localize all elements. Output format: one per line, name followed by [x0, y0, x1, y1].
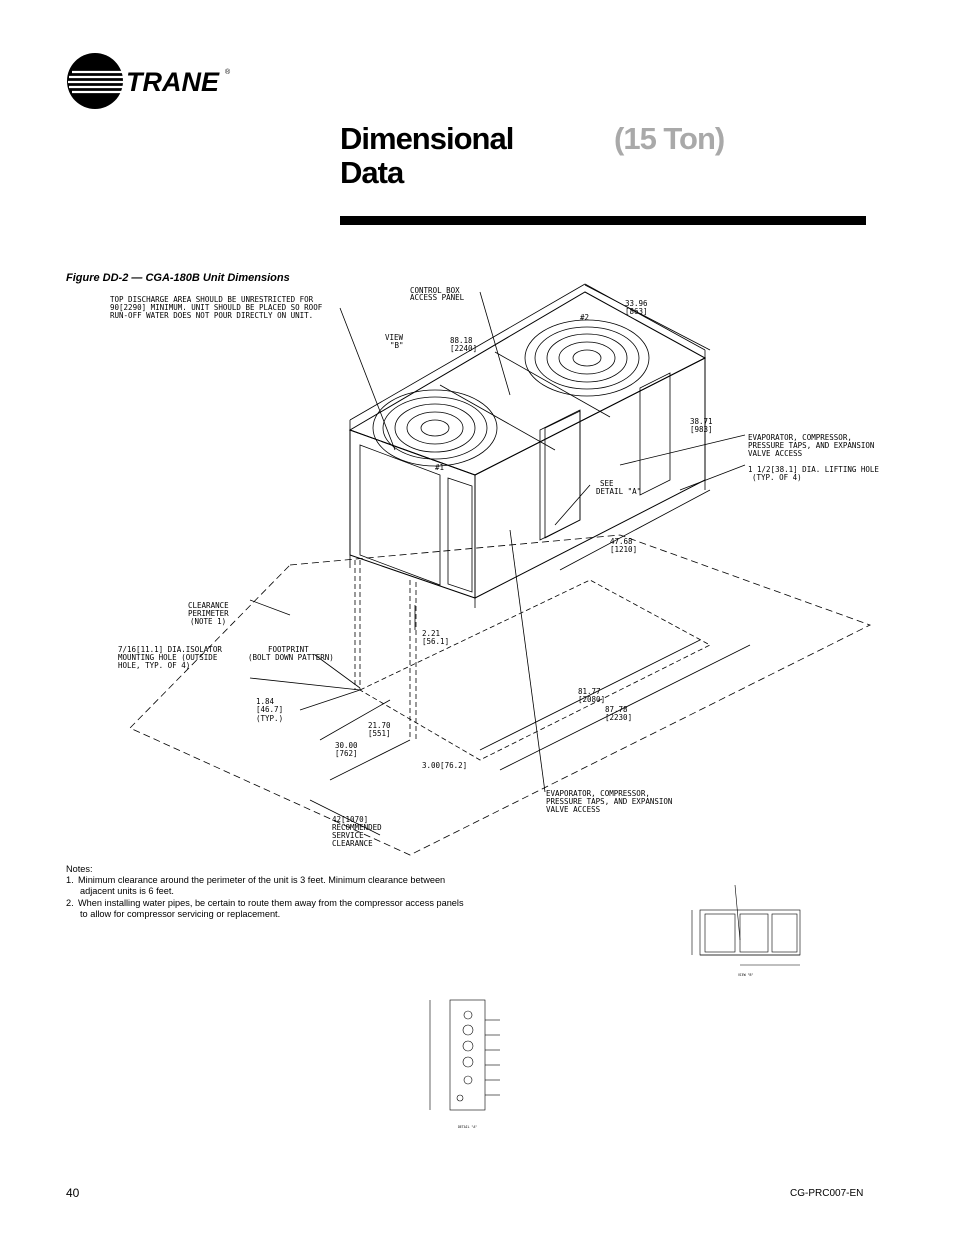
evap-access-right-2: PRESSURE TAPS, AND EXPANSION — [748, 441, 874, 450]
dim-81-77-1: 81.77 — [578, 687, 601, 696]
dim-47-68-2: [1210] — [610, 545, 637, 554]
page-title-line2: Data — [340, 155, 404, 190]
document-code: CG-PRC007-EN — [790, 1188, 864, 1199]
service-clearance-1: 42[1070] — [332, 815, 368, 824]
note-1: 1. Minimum clearance around the perimeter… — [66, 875, 526, 886]
dim-21-70-2: [551] — [368, 729, 391, 738]
page-title-line1: Dimensional — [340, 121, 514, 156]
notes-heading: Notes: — [66, 864, 93, 874]
mounting-hole-2: MOUNTING HOLE (OUTSIDE — [118, 653, 218, 662]
dim-81-77-2: [2080] — [578, 695, 605, 704]
note-2-num: 2. — [66, 897, 74, 908]
see-detail-2: DETAIL "A" — [596, 487, 641, 496]
note-1-num: 1. — [66, 875, 74, 886]
lifting-hole-2: (TYP. OF 4) — [752, 473, 802, 482]
top-discharge-note-3: RUN-OFF WATER DOES NOT POUR DIRECTLY ON … — [110, 311, 313, 320]
evap-access-right-3: VALVE ACCESS — [748, 449, 803, 458]
evap-access-bottom-2: PRESSURE TAPS, AND EXPANSION — [546, 797, 672, 806]
mounting-hole-1: 7/16[11.1] DIA.ISOLATOR — [118, 645, 222, 654]
dim-88-18-2: [2240] — [450, 344, 477, 353]
dim-38-71-2: [983] — [690, 425, 713, 434]
dim-1-84-3: (TYP.) — [256, 714, 283, 723]
control-box-label-2: ACCESS PANEL — [410, 293, 465, 302]
lifting-hole-1: 1 1/2[38.1] DIA. LIFTING HOLE — [748, 465, 879, 474]
trane-logo: TRANE ® — [66, 52, 246, 110]
dim-33-96-2: [863] — [625, 307, 648, 316]
mounting-hole-3: HOLE, TYP. OF 4) — [118, 661, 190, 670]
control-box-label-1: CONTROL BOX — [410, 286, 460, 295]
detail-a-caption: DETAIL "A" — [458, 1125, 477, 1129]
note-1-line1: Minimum clearance around the perimeter o… — [78, 875, 446, 886]
dim-87-78-1: 87.78 — [605, 705, 628, 714]
footprint-1: FOOTPRINT — [268, 645, 309, 654]
dim-30-00-2: [762] — [335, 749, 358, 758]
evap-access-right-1: EVAPORATOR, COMPRESSOR, — [748, 433, 852, 442]
service-clearance-4: CLEARANCE — [332, 839, 373, 848]
service-clearance-3: SERVICE — [332, 831, 364, 840]
note-2-line1: When installing water pipes, be certain … — [78, 897, 464, 908]
dim-2-21-2: [56.1] — [422, 637, 449, 646]
page-number: 40 — [66, 1186, 80, 1200]
tonnage-label: (15 Ton) — [614, 121, 725, 156]
view-b-drawing: VIEW "B" — [680, 880, 810, 985]
clearance-perimeter-1: CLEARANCE — [188, 601, 229, 610]
evap-access-bottom-1: EVAPORATOR, COMPRESSOR, — [546, 789, 650, 798]
dim-1-84-1: 1.84 — [256, 697, 275, 706]
view-b-label-2: "B" — [390, 341, 404, 350]
view-b-label-1: VIEW — [385, 333, 404, 342]
title-rule — [340, 216, 866, 225]
service-clearance-2: RECOMMENDED — [332, 823, 382, 832]
dim-30-00-1: 30.00 — [335, 741, 358, 750]
note-2-line2: to allow for compressor servicing or rep… — [80, 908, 281, 919]
figure-caption: Figure DD-2 — CGA-180B Unit Dimensions — [66, 272, 290, 284]
dim-38-71-1: 38.71 — [690, 417, 713, 426]
note-1-line2: adjacent units is 6 feet. — [80, 886, 174, 897]
brand-name: TRANE — [126, 67, 220, 97]
dim-33-96-1: 33.96 — [625, 299, 648, 308]
fan-1-label: #1 — [435, 463, 444, 472]
footprint-2: (BOLT DOWN PATTERN) — [248, 653, 334, 662]
notes: Notes: 1. Minimum clearance around the pe… — [66, 864, 526, 920]
clearance-perimeter-2: PERIMETER — [188, 609, 229, 618]
dim-87-78-2: [2230] — [605, 713, 632, 722]
dim-2-21-1: 2.21 — [422, 629, 440, 638]
registered-mark: ® — [225, 68, 231, 76]
top-discharge-note-1: TOP DISCHARGE AREA SHOULD BE UNRESTRICTE… — [110, 295, 314, 304]
detail-a-drawing: DETAIL "A" — [410, 980, 540, 1135]
see-detail-1: SEE — [600, 479, 614, 488]
dim-88-18-1: 88.18 — [450, 336, 473, 345]
dim-3-00: 3.00[76.2] — [422, 761, 467, 770]
top-discharge-note-2: 90[2290] MINIMUM. UNIT SHOULD BE PLACED … — [110, 303, 323, 312]
page-title: Dimensional Data — [340, 121, 514, 190]
fan-2-label: #2 — [580, 313, 589, 322]
clearance-perimeter-3: (NOTE 1) — [190, 617, 226, 626]
dim-1-84-2: [46.7] — [256, 705, 283, 714]
view-b-caption: VIEW "B" — [738, 973, 753, 977]
dim-21-70-1: 21.70 — [368, 721, 391, 730]
evap-access-bottom-3: VALVE ACCESS — [546, 805, 601, 814]
dim-47-68-1: 47.68 — [610, 537, 633, 546]
note-2: 2. When installing water pipes, be certai… — [66, 898, 526, 909]
unit-dimension-drawing: #1 #2 TOP DISCHARGE AREA SHOULD BE UNRES… — [60, 280, 900, 870]
